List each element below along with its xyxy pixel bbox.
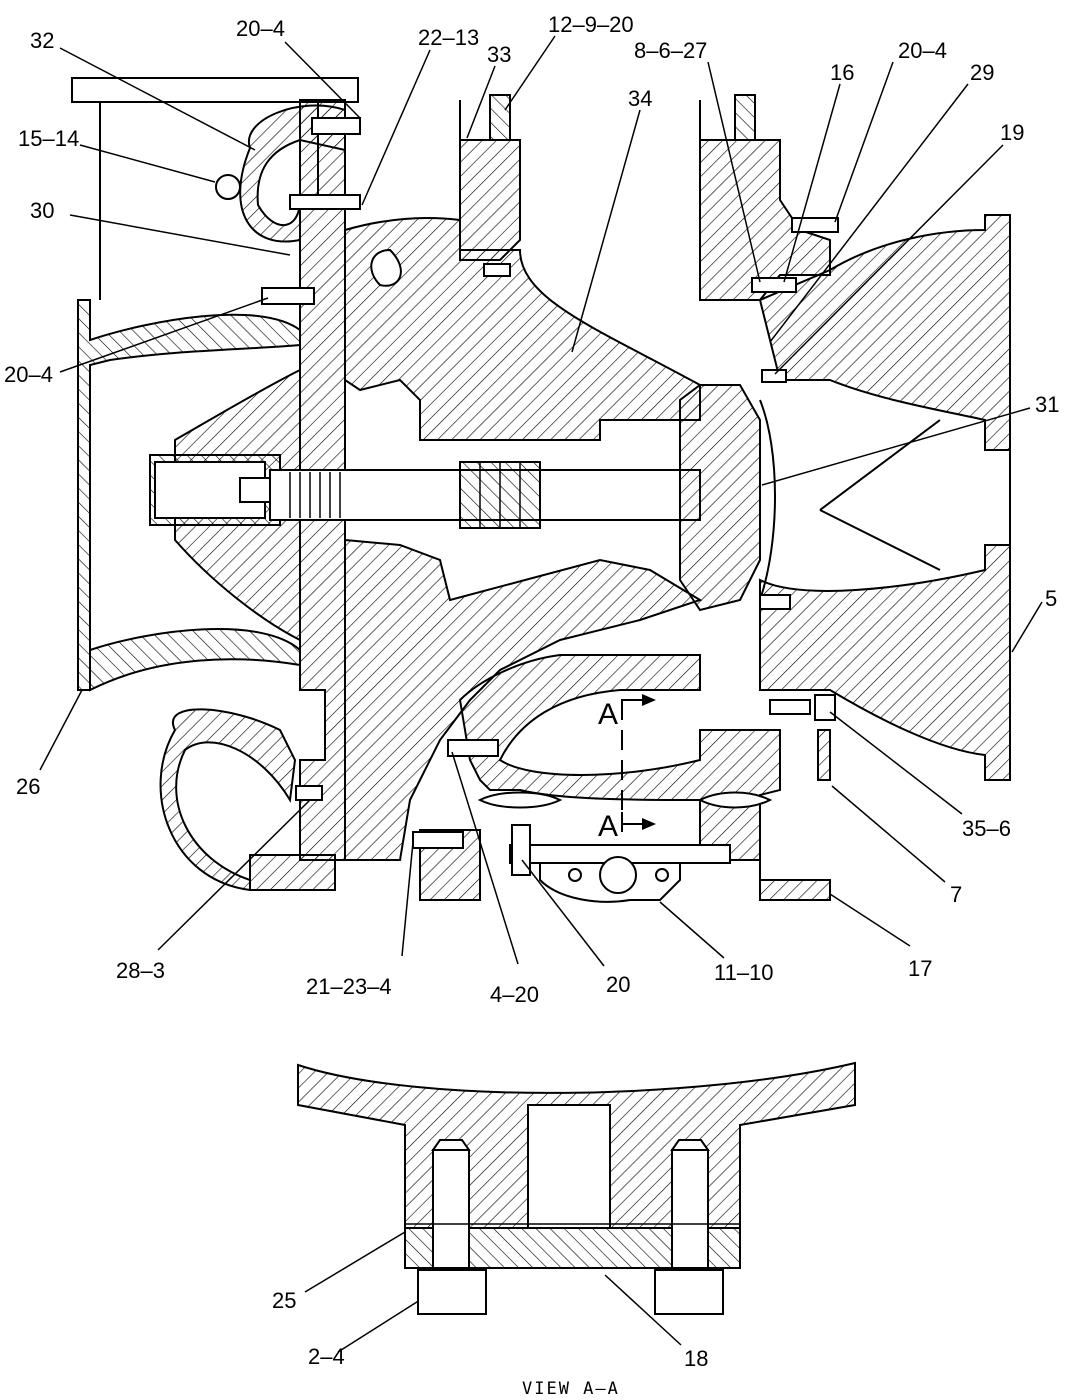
label-19: 19	[1000, 120, 1024, 145]
section-mark-top: A	[598, 698, 618, 731]
label-18: 18	[684, 1346, 708, 1371]
leader-lines	[39, 35, 1043, 1353]
label-15-14: 15–14	[18, 126, 79, 151]
label-4-20: 4–20	[490, 982, 539, 1007]
label-17: 17	[908, 956, 932, 981]
label-20-4-top: 20–4	[236, 16, 285, 41]
label-31: 31	[1035, 392, 1059, 417]
section-indicator: A A	[598, 694, 656, 843]
label-16: 16	[830, 60, 854, 85]
label-2-4: 2–4	[308, 1344, 345, 1369]
label-12-9-20: 12–9–20	[548, 12, 634, 37]
label-20-4-right: 20–4	[898, 38, 947, 63]
label-33: 33	[487, 42, 511, 67]
label-32: 32	[30, 28, 54, 53]
label-34: 34	[628, 86, 652, 111]
label-30: 30	[30, 198, 54, 223]
view-caption: VIEW A–A	[522, 1379, 620, 1399]
label-25: 25	[272, 1288, 296, 1313]
part-labels: 32 20–4 22–13 33 12–9–20 8–6–27 16 20–4 …	[4, 12, 1059, 1371]
label-29: 29	[970, 60, 994, 85]
label-20-4-left: 20–4	[4, 362, 53, 387]
label-28-3: 28–3	[116, 958, 165, 983]
label-11-10: 11–10	[714, 960, 774, 985]
label-7: 7	[950, 882, 962, 907]
label-5: 5	[1045, 586, 1057, 611]
section-mark-bottom: A	[598, 810, 618, 843]
label-26: 26	[16, 774, 40, 799]
label-8-6-27: 8–6–27	[634, 38, 707, 63]
view-a-a-section: VIEW A–A	[297, 1061, 856, 1399]
label-21-23-4: 21–23–4	[306, 974, 392, 999]
label-20: 20	[606, 972, 630, 997]
label-35-6: 35–6	[962, 816, 1011, 841]
label-22-13: 22–13	[418, 25, 479, 50]
main-section-view	[71, 77, 1011, 903]
